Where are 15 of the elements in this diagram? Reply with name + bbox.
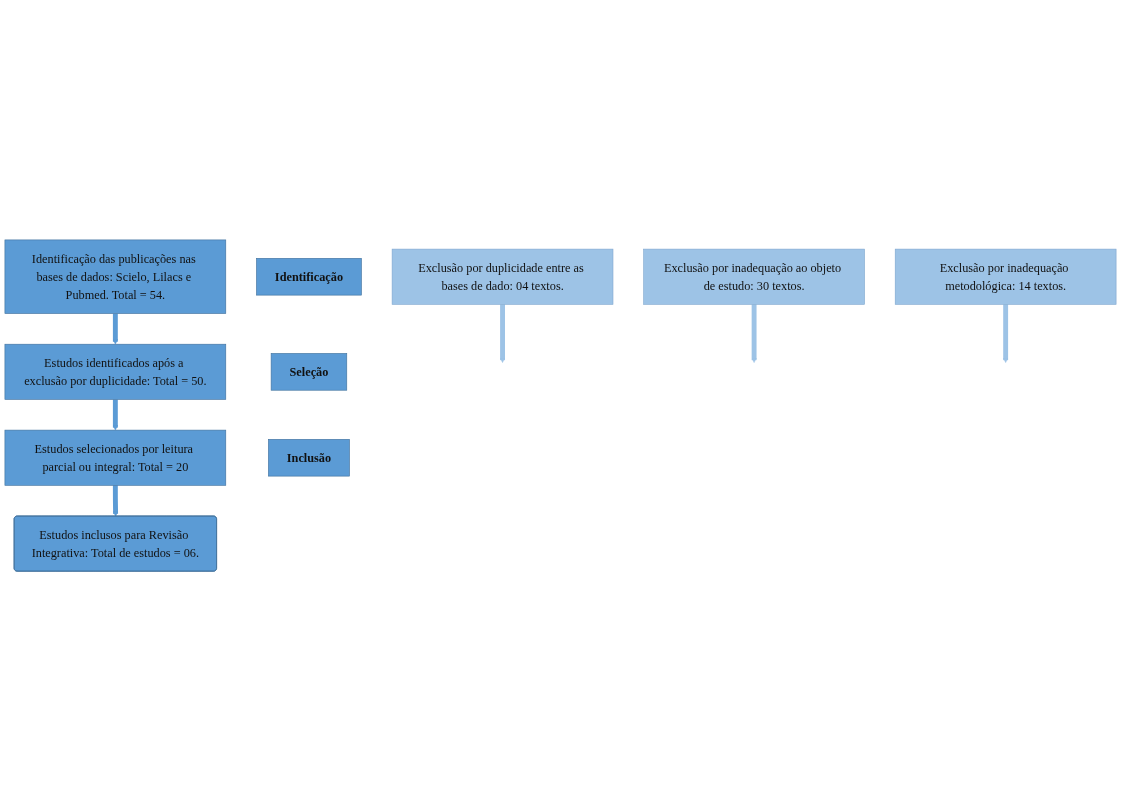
node-box: Estudos identificados após a exclusão por duplicidade: Total = 50. [4,343,227,400]
arrow [751,304,757,363]
arrow [112,485,119,517]
node-box: Seleção [270,353,348,391]
node-box: Inclusão [268,438,350,477]
arrow [112,399,119,431]
node-box: Estudos selecionados por leitura parcial ou integral: Total = 20 [4,429,227,486]
arrow [1002,304,1009,363]
arrow [112,313,119,345]
node-box: Exclusão por duplicidade entre as bases de dado: 04 textos. [391,248,614,305]
node-box: Identificação das publicações nas bases de dados: Scielo, Lilacs e Pubmed. Total = 54. [4,239,227,314]
arrow [499,304,506,363]
node-box: Exclusão por inadequação ao objeto de estudo: 30 textos. [643,248,865,305]
node-box: Identificação [256,257,362,296]
node-box: Exclusão por inadequação metodológica: 14 textos. [894,248,1117,305]
